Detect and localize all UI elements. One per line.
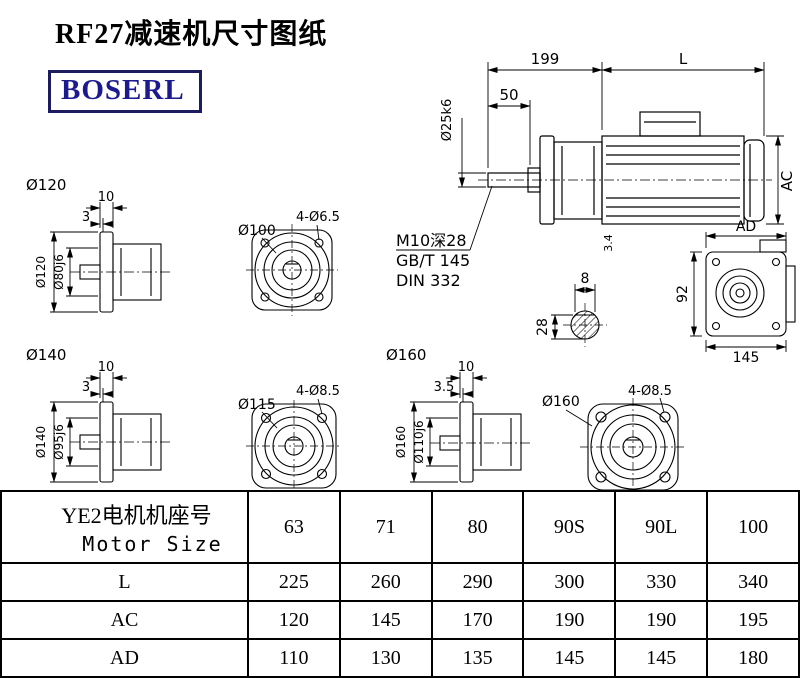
gear-housing: [553, 141, 603, 220]
flange-160-outer-dia: Ø160: [394, 426, 408, 458]
page-title: RF27减速机尺寸图纸: [55, 19, 328, 50]
flange-160-dim-3-5: 3.5: [434, 380, 455, 395]
table-row-ac: AC 120 145 170 190 190 195: [0, 600, 800, 640]
row-label: AC: [0, 600, 249, 640]
dim-145-label: 145: [733, 350, 760, 366]
table-cell: 145: [614, 638, 709, 678]
table-cell: 170: [430, 600, 525, 640]
table-cell: 330: [614, 562, 709, 602]
flange-120-spigot-dia: Ø80j6: [52, 254, 66, 290]
rear-view: AD 92 145: [675, 219, 796, 366]
table-cell: 120: [247, 600, 341, 640]
shaft-diameter-label: Ø25k6: [440, 99, 455, 142]
rear-attachment: [785, 265, 796, 323]
dim-3-4-label: 3.4: [602, 234, 615, 252]
row-label: L: [0, 562, 249, 602]
dim-28-label: 28: [535, 318, 551, 336]
thread-note-label: M10深28: [396, 231, 467, 250]
motor-size-header-cn: YE2电机机座号: [61, 503, 212, 528]
brand-logo: BOSERL: [48, 70, 202, 113]
table-cell: 340: [706, 562, 800, 602]
table-cell: 300: [522, 562, 617, 602]
front-160-holes-label: 4-Ø8.5: [628, 384, 672, 399]
flange-160-spigot-dia: Ø110j6: [412, 420, 426, 463]
flange-140-spigot-dia: Ø95j6: [52, 424, 66, 460]
standard-note-2: DIN 332: [396, 271, 461, 290]
flange-160-label: Ø160: [386, 346, 426, 364]
table-cell: 145: [522, 638, 617, 678]
table-cell: 290: [430, 562, 525, 602]
table-cell: 130: [338, 638, 433, 678]
dim-ad-label: AD: [736, 219, 756, 235]
flange-120-outer-dia: Ø120: [34, 256, 48, 288]
size-column-header: 63: [247, 490, 341, 564]
flange-140-dim-10: 10: [98, 360, 115, 375]
flange-140-side-view: Ø140 10 3 Ø140 Ø95j6: [26, 346, 170, 483]
flange-160-dim-10: 10: [458, 360, 475, 375]
table-cell: 135: [430, 638, 525, 678]
flange-140-outer-dia: Ø140: [34, 426, 48, 458]
table-cell: 195: [706, 600, 800, 640]
table-header-row: YE2电机机座号 Motor Size 63 71 80 90S 90L 100: [0, 490, 800, 564]
table-row-ad: AD 110 130 135 145 145 180: [0, 638, 800, 678]
terminal-box: [639, 111, 701, 137]
size-column-header: 100: [706, 490, 800, 564]
dim-92-label: 92: [675, 285, 691, 303]
flange-120-dim-3: 3: [82, 210, 90, 225]
flange-140-dim-3: 3: [82, 380, 90, 395]
front-100-dia-label: Ø100: [238, 223, 276, 239]
table-cell: 260: [338, 562, 433, 602]
size-column-header: 90S: [522, 490, 617, 564]
table-cell: 110: [247, 638, 341, 678]
flange-120-label: Ø120: [26, 176, 66, 194]
front-view-115: 4-Ø8.5 Ø115: [238, 384, 342, 490]
size-column-header: 80: [430, 490, 525, 564]
front-115-dia-label: Ø115: [238, 397, 276, 413]
motor-size-header-cell: YE2电机机座号 Motor Size: [0, 490, 249, 564]
table-cell: 190: [614, 600, 709, 640]
fan-cowl: [743, 139, 765, 222]
table-cell: 225: [247, 562, 341, 602]
dim-50-label: 50: [499, 86, 518, 104]
dim-ac-label: AC: [778, 171, 796, 191]
rear-terminal-box: [759, 239, 787, 253]
front-100-holes-label: 4-Ø6.5: [296, 210, 340, 225]
dim-l-label: L: [679, 50, 688, 68]
size-column-header: 90L: [614, 490, 709, 564]
table-cell: 190: [522, 600, 617, 640]
flange-120-side-view: Ø120 10 3 Ø120 Ø80j6: [26, 176, 170, 313]
front-view-100: 4-Ø6.5 Ø100: [238, 210, 340, 316]
table-cell: 180: [706, 638, 800, 678]
flange-140-label: Ø140: [26, 346, 66, 364]
front-160-dia-label: Ø160: [542, 394, 580, 410]
row-label: AD: [0, 638, 249, 678]
dim-8-label: 8: [581, 271, 590, 287]
size-column-header: 71: [338, 490, 433, 564]
dimension-table: YE2电机机座号 Motor Size 63 71 80 90S 90L 100…: [0, 490, 800, 678]
drawing-canvas: 199 L 50 Ø25k6 AC 3.4 M10深28 GB/T 145 DI…: [26, 50, 796, 491]
motor-size-header-en: Motor Size: [82, 532, 223, 556]
shaft-section-view: 8 28: [535, 271, 607, 347]
front-view-160: 4-Ø8.5 Ø160: [542, 384, 686, 491]
flange-160-side-view: Ø160 10 3.5 Ø160 Ø110j6: [386, 346, 530, 483]
front-115-holes-label: 4-Ø8.5: [296, 384, 340, 399]
standard-note-1: GB/T 145: [396, 251, 470, 270]
table-cell: 145: [338, 600, 433, 640]
dim-199-label: 199: [531, 50, 560, 68]
brand-logo-text: BOSERL: [61, 74, 185, 106]
table-row-l: L 225 260 290 300 330 340: [0, 562, 800, 602]
flange-120-dim-10: 10: [98, 190, 115, 205]
main-side-view: 199 L 50 Ø25k6 AC 3.4 M10深28 GB/T 145 DI…: [396, 50, 796, 290]
